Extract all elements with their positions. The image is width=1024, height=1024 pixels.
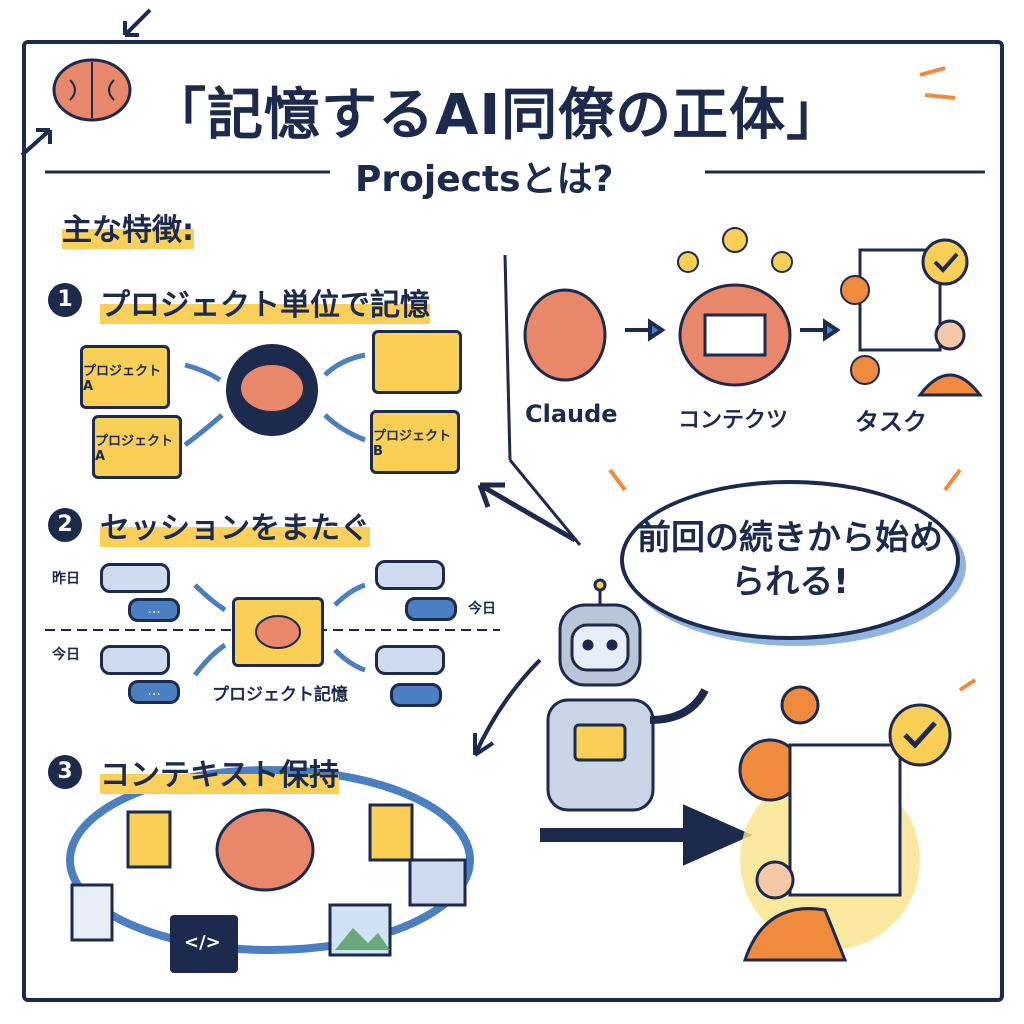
flow-step-context: コンテクツ [678,408,789,433]
files-icon [408,858,467,907]
chat-bubble [375,560,445,590]
gear-icon [780,685,820,725]
chat-bubble-dots: ... [128,680,180,704]
label-yesterday: 昨日 [52,571,80,587]
brain-icon [52,58,132,122]
chat-bubble [405,597,457,621]
gear-icon [840,275,870,305]
folder-project-b: プロジェクトB [370,410,460,474]
arrow-right-icon [540,804,753,866]
feature-number-1: 1 [48,283,82,317]
document-icon [70,883,114,942]
frame-border [22,40,1004,1002]
document-icon [368,803,414,862]
chat-bubble [100,563,170,593]
project-memory-label: プロジェクト記憶 [212,685,348,705]
arrow-icon [473,658,542,757]
code-window-icon [170,915,238,973]
chat-bubble [375,645,445,675]
speech-bubble: 前回の続きから始められる! [620,480,960,640]
person-icon [916,373,984,397]
sparkle-marks [608,66,977,692]
document-icon [126,810,172,869]
feature-label-3: コンテキスト保持 [100,750,340,794]
label-today-right: 今日 [468,601,496,617]
page-title: 「記憶するAI同僚の正体」 [150,83,844,148]
lightbulb-icons [677,227,793,273]
chat-bubble [390,683,442,707]
checkmark-icon [888,703,952,767]
feature-label-1: プロジェクト単位で記憶 [100,280,430,324]
features-heading: 主な特徴: [62,205,194,249]
page-subtitle: Projectsとは? [355,159,614,200]
arrow-icon [123,8,152,37]
arrow-icon [477,482,577,543]
code-glyph: </> [184,932,221,953]
feature-number-2: 2 [48,508,82,542]
flow-step-claude: Claude [525,400,618,428]
arrow-icon [20,128,52,157]
folder-project-a-2: プロジェクトA [92,415,182,479]
robot-icon [546,578,709,812]
label-today: 今日 [52,647,80,663]
folder-empty [372,330,462,394]
claude-brain-icon [523,288,607,382]
project-memory-folder [232,597,324,667]
flow-step-task: タスク [855,408,927,436]
checkmark-icon [921,238,969,286]
chat-bubble-dots: ... [128,598,180,622]
chat-bubble [100,645,170,675]
folder-project-a: プロジェクトA [80,345,170,409]
feature-number-3: 3 [48,755,82,789]
gear-icon [850,355,880,385]
brain-icon [215,808,315,892]
clipboard-icon [788,743,902,897]
person-icon [742,907,848,962]
feature-label-2: セッションをまたぐ [100,503,370,547]
arrow-icons [183,352,366,677]
